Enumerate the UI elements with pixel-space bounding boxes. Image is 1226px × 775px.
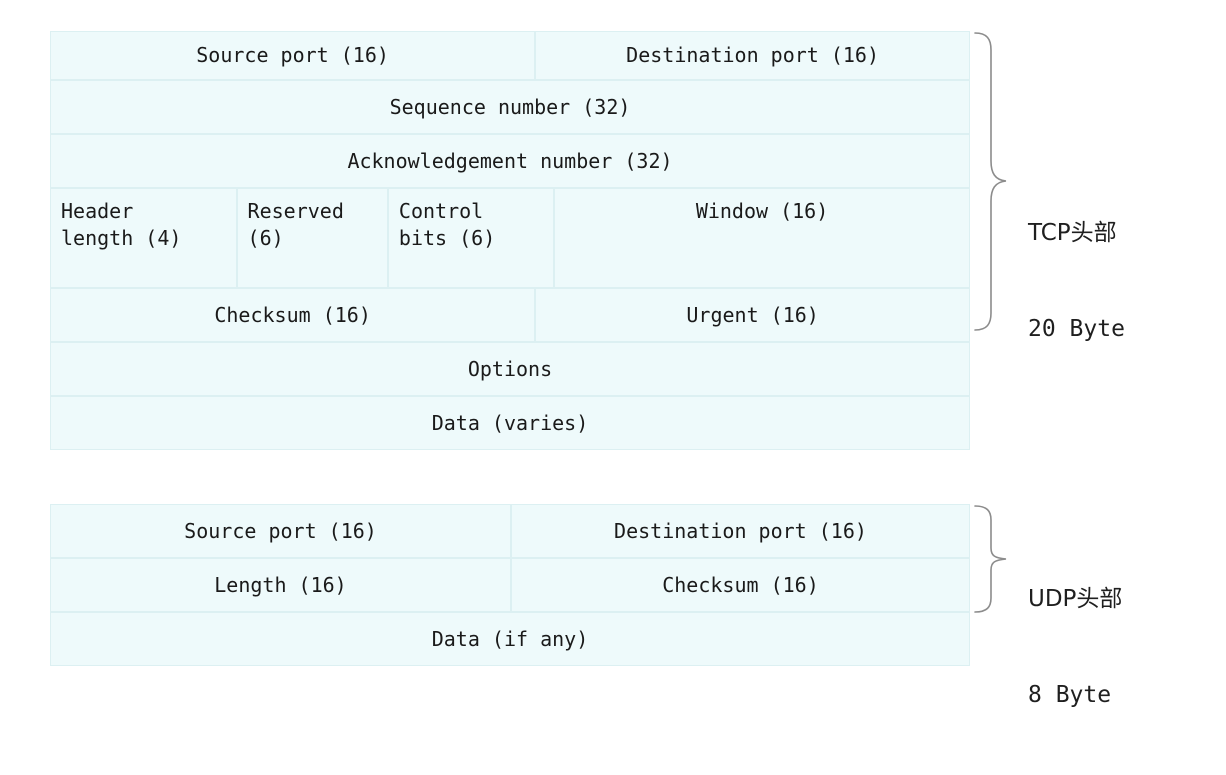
tcp-acknowledgement-number-row: Acknowledgement number (32) bbox=[50, 134, 970, 188]
udp-checksum-cell: Checksum (16) bbox=[510, 558, 970, 612]
tcp-ports-row: Source port (16) Destination port (16) bbox=[50, 31, 970, 80]
tcp-destination-port-cell: Destination port (16) bbox=[535, 31, 970, 80]
tcp-control-bits-cell: Control bits (6) bbox=[387, 188, 555, 288]
udp-data-row: Data (if any) bbox=[50, 612, 970, 666]
tcp-reserved-cell: Reserved (6) bbox=[236, 188, 388, 288]
udp-ports-row: Source port (16) Destination port (16) bbox=[50, 504, 970, 558]
tcp-brace-icon bbox=[974, 32, 1007, 331]
tcp-checksum-cell: Checksum (16) bbox=[50, 288, 536, 342]
tcp-brace bbox=[973, 30, 1009, 333]
tcp-options-cell: Options bbox=[50, 342, 970, 396]
tcp-sequence-number-cell: Sequence number (32) bbox=[50, 80, 970, 134]
udp-brace-label-line1-text: UDP头部 bbox=[1028, 586, 1123, 613]
udp-brace bbox=[973, 503, 1009, 615]
protocol-header-diagram: Source port (16) Destination port (16) S… bbox=[50, 30, 1125, 708]
tcp-urgent-cell: Urgent (16) bbox=[535, 288, 970, 342]
udp-data-cell: Data (if any) bbox=[50, 612, 970, 666]
tcp-window-cell: Window (16) bbox=[554, 188, 970, 288]
udp-length-checksum-row: Length (16) Checksum (16) bbox=[50, 558, 970, 612]
udp-source-port-cell: Source port (16) bbox=[50, 504, 511, 558]
tcp-flags-window-row: Header length (4) Reserved (6) Control b… bbox=[50, 188, 970, 288]
tcp-brace-label-line2: 20 Byte bbox=[1028, 315, 1125, 342]
udp-length-cell: Length (16) bbox=[50, 558, 511, 612]
tcp-header-length-cell: Header length (4) bbox=[50, 188, 237, 288]
tcp-data-row: Data (varies) bbox=[50, 396, 970, 450]
udp-brace-label-line2: 8 Byte bbox=[1028, 681, 1112, 708]
tcp-brace-label-line1-text: TCP头部 bbox=[1028, 220, 1117, 247]
tcp-checksum-urgent-row: Checksum (16) Urgent (16) bbox=[50, 288, 970, 342]
tcp-options-row: Options bbox=[50, 342, 970, 396]
udp-destination-port-cell: Destination port (16) bbox=[510, 504, 970, 558]
tcp-brace-label: TCP头部 20 Byte bbox=[1028, 155, 1125, 409]
tcp-brace-label-line1: TCP头部 bbox=[1028, 218, 1125, 250]
udp-brace-label-line1: UDP头部 bbox=[1028, 584, 1122, 616]
tcp-acknowledgement-number-cell: Acknowledgement number (32) bbox=[50, 134, 970, 188]
tcp-sequence-number-row: Sequence number (32) bbox=[50, 80, 970, 134]
udp-header-table: Source port (16) Destination port (16) L… bbox=[50, 504, 970, 666]
tcp-header-table: Source port (16) Destination port (16) S… bbox=[50, 31, 970, 450]
udp-brace-label: UDP头部 8 Byte bbox=[1028, 521, 1122, 775]
udp-brace-icon bbox=[974, 505, 1007, 613]
tcp-data-cell: Data (varies) bbox=[50, 396, 970, 450]
tcp-source-port-cell: Source port (16) bbox=[50, 31, 536, 80]
